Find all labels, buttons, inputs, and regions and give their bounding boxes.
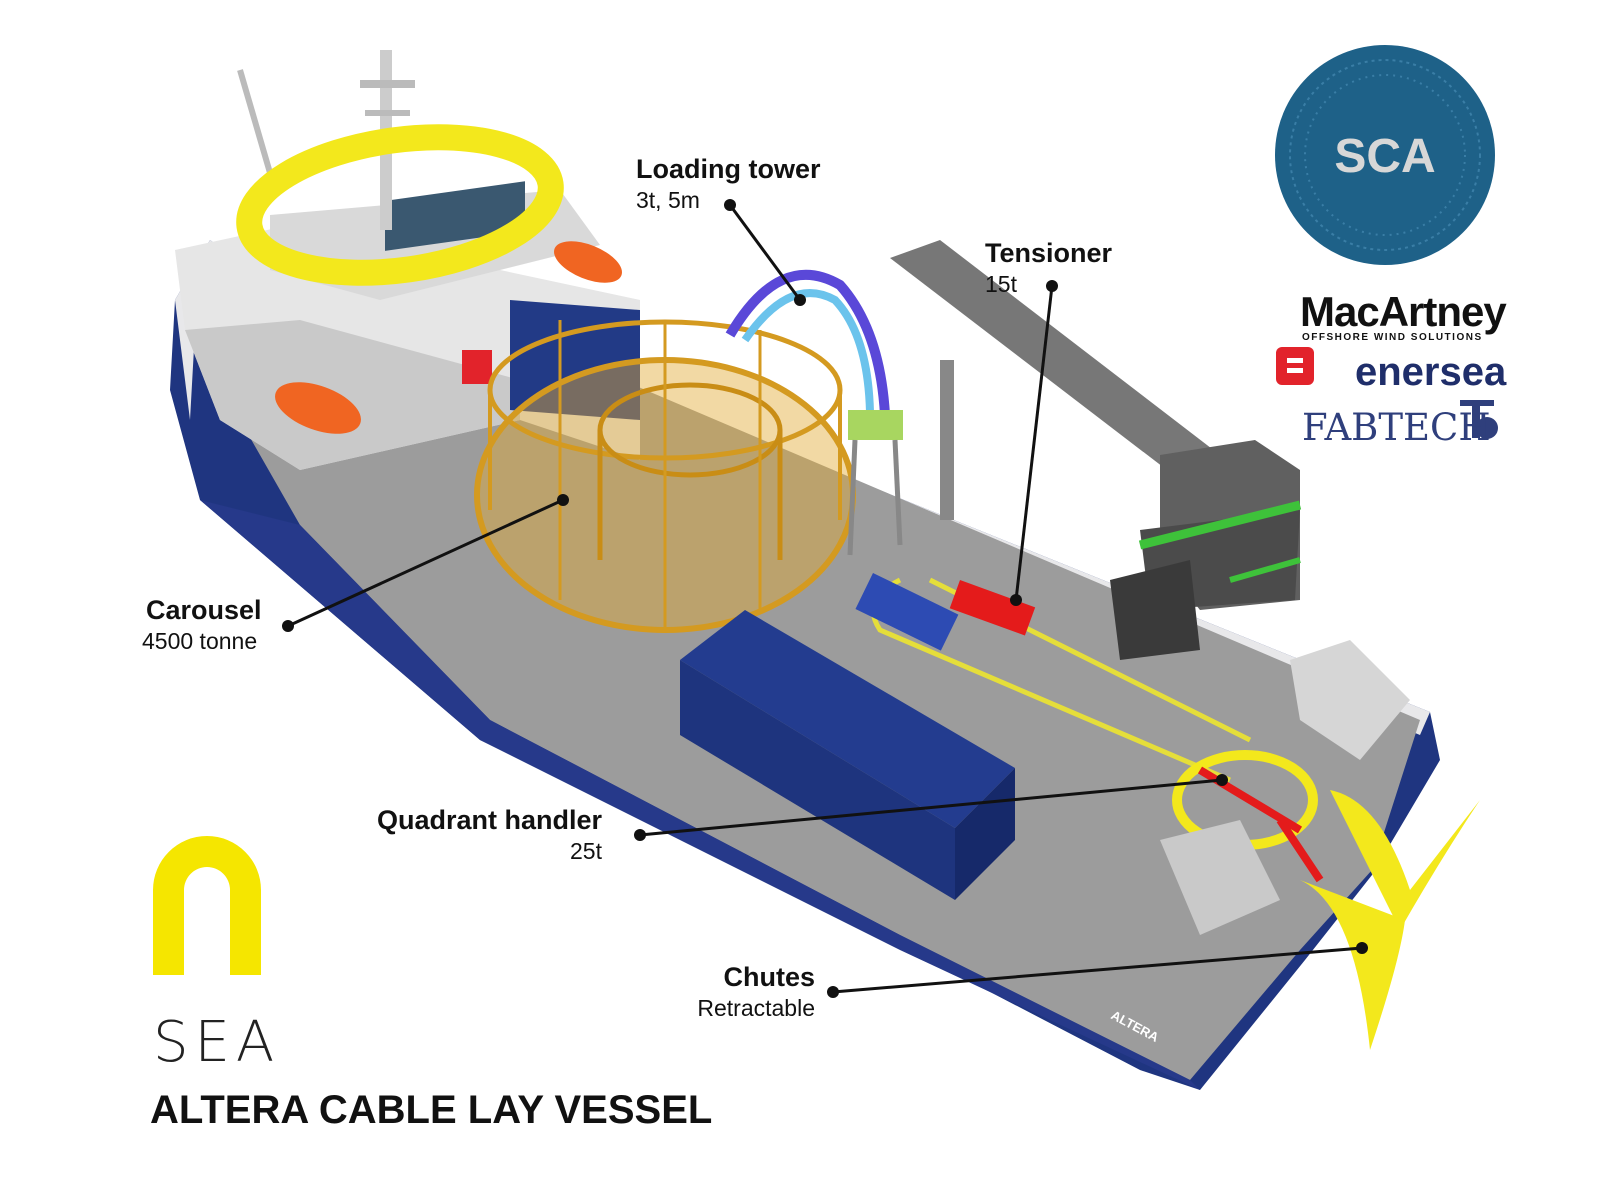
- callout-title: Chutes: [723, 962, 815, 992]
- callout-tensioner: Tensioner 15t: [985, 237, 1112, 299]
- helideck-ring: [236, 124, 564, 286]
- callout-subtitle: Retractable: [697, 995, 815, 1021]
- carousel-structure: [474, 319, 856, 633]
- fabtech-logo: FABTECH: [1302, 406, 1491, 449]
- tensioner-unit: [949, 579, 1036, 636]
- red-marker: [462, 350, 492, 384]
- deck-lower-edge: [200, 500, 1200, 1090]
- callout-subtitle: 4500 tonne: [142, 628, 258, 654]
- callout-lines: [282, 199, 1368, 998]
- sca-logo-text: SCA: [1334, 130, 1435, 183]
- callout-subtitle: 25t: [570, 838, 602, 864]
- bow-equipment: [1290, 640, 1410, 760]
- callout-title: Carousel: [146, 595, 262, 625]
- callout-carousel: Carousel 4500 tonne: [142, 594, 262, 656]
- macartney-logo: MacArtney: [1300, 288, 1507, 335]
- callout-chutes: Chutes Retractable: [682, 961, 815, 1023]
- callout-title: Quadrant handler: [376, 805, 602, 835]
- callout-subtitle: 3t, 5m: [636, 187, 700, 213]
- callout-quadrant-handler: Quadrant handler 25t: [360, 804, 602, 866]
- loading-tower: [725, 269, 903, 556]
- enersea-logo: enersea: [1355, 350, 1507, 394]
- nsea-arch-mark: [153, 836, 261, 975]
- chutes: [1300, 790, 1480, 1050]
- fabtech-mark-icon: [1460, 400, 1498, 439]
- lifeboat-fwd: [554, 241, 622, 283]
- macartney-tagline: OFFSHORE WIND SOLUTIONS: [1302, 332, 1483, 343]
- callout-loading-tower: Loading tower 3t, 5m: [636, 153, 821, 215]
- lifeboat-aft: [275, 382, 361, 434]
- callout-title: Loading tower: [636, 154, 821, 184]
- callout-subtitle: 15t: [985, 271, 1017, 297]
- nsea-wordmark: SEA: [153, 1010, 281, 1075]
- deck-crane: [890, 240, 1302, 660]
- sca-logo: SCA: [1275, 45, 1495, 265]
- callout-title: Tensioner: [985, 238, 1113, 268]
- enersea-icon: [1276, 347, 1314, 385]
- stern-module: [1160, 820, 1280, 935]
- page-title: ALTERA CABLE LAY VESSEL: [150, 1088, 713, 1132]
